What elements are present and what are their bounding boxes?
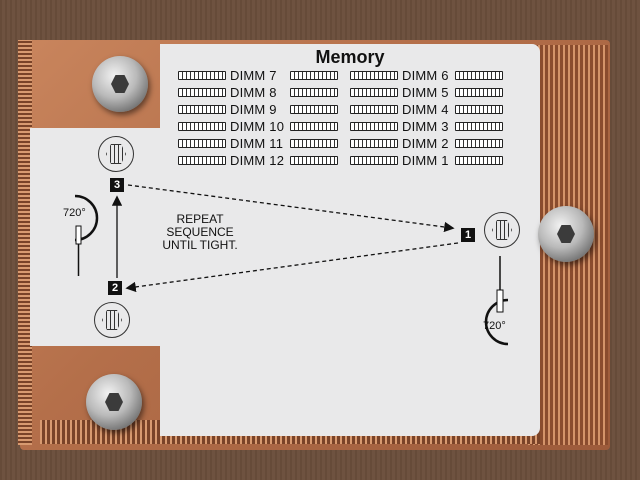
dimm-module-icon bbox=[178, 105, 226, 114]
rotation-label-left: 720° bbox=[63, 207, 86, 219]
dimm-module-icon bbox=[454, 71, 503, 80]
dimm-module-icon bbox=[454, 122, 503, 131]
dimm-label: DIMM 1 bbox=[402, 153, 449, 168]
dimm-label: DIMM 2 bbox=[402, 136, 449, 151]
dimm-module-icon bbox=[290, 71, 338, 80]
dimm-module-icon bbox=[290, 88, 338, 97]
hex-screw-icon bbox=[98, 136, 134, 172]
dimm-label: DIMM 3 bbox=[402, 119, 449, 134]
step-one-badge: 1 bbox=[461, 228, 475, 242]
dimm-module-icon bbox=[350, 88, 398, 97]
dimm-module-icon bbox=[454, 88, 503, 97]
dimm-module-icon bbox=[178, 156, 226, 165]
dimm-module-icon bbox=[350, 139, 398, 148]
dimm-label: DIMM 11 bbox=[230, 136, 284, 151]
dimm-row: DIMM 3 bbox=[350, 119, 507, 134]
hex-screw-icon bbox=[94, 302, 130, 338]
dimm-module-icon bbox=[178, 122, 226, 131]
dimm-label: DIMM 7 bbox=[230, 68, 277, 83]
dimm-row: DIMM 4 bbox=[350, 102, 507, 117]
step-two-badge: 2 bbox=[108, 281, 122, 295]
dimm-row bbox=[290, 68, 342, 83]
dimm-row: DIMM 12 bbox=[178, 153, 284, 168]
dimm-module-icon bbox=[350, 156, 398, 165]
dimm-row: DIMM 1 bbox=[350, 153, 507, 168]
dimm-module-icon bbox=[290, 122, 338, 131]
dimm-row bbox=[290, 136, 342, 151]
rotation-label-right: 720° bbox=[483, 320, 506, 332]
dimm-module-icon bbox=[454, 156, 503, 165]
dimm-row: DIMM 7 bbox=[178, 68, 277, 83]
dimm-module-icon bbox=[350, 105, 398, 114]
dimm-row: DIMM 11 bbox=[178, 136, 283, 151]
dimm-module-icon bbox=[178, 71, 226, 80]
dimm-label: DIMM 9 bbox=[230, 102, 277, 117]
dimm-module-icon bbox=[454, 139, 503, 148]
dimm-row bbox=[290, 153, 342, 168]
instruction-line: REPEAT bbox=[176, 212, 224, 226]
dimm-row: DIMM 2 bbox=[350, 136, 507, 151]
instruction-line: UNTIL TIGHT. bbox=[162, 238, 238, 252]
dimm-label: DIMM 8 bbox=[230, 85, 277, 100]
heatsink-fins-left bbox=[18, 40, 32, 445]
instruction-line: SEQUENCE bbox=[166, 225, 234, 239]
dimm-row: DIMM 10 bbox=[178, 119, 284, 134]
dimm-module-icon bbox=[178, 139, 226, 148]
dimm-label: DIMM 4 bbox=[402, 102, 449, 117]
screw-right bbox=[538, 206, 594, 262]
step-three-badge: 3 bbox=[110, 178, 124, 192]
dimm-module-icon bbox=[178, 88, 226, 97]
dimm-module-icon bbox=[290, 105, 338, 114]
dimm-module-icon bbox=[290, 156, 338, 165]
dimm-row bbox=[290, 102, 342, 117]
dimm-row: DIMM 9 bbox=[178, 102, 277, 117]
dimm-label: DIMM 6 bbox=[402, 68, 449, 83]
dimm-row bbox=[290, 119, 342, 134]
hex-screw-icon bbox=[484, 212, 520, 248]
dimm-module-icon bbox=[350, 122, 398, 131]
dimm-row bbox=[290, 85, 342, 100]
dimm-row: DIMM 5 bbox=[350, 85, 507, 100]
dimm-module-icon bbox=[290, 139, 338, 148]
dimm-module-icon bbox=[350, 71, 398, 80]
dimm-label: DIMM 10 bbox=[230, 119, 285, 134]
dimm-label: DIMM 12 bbox=[230, 153, 285, 168]
memory-title: Memory bbox=[315, 47, 385, 67]
dimm-row: DIMM 6 bbox=[350, 68, 507, 83]
dimm-row: DIMM 8 bbox=[178, 85, 277, 100]
dimm-module-icon bbox=[454, 105, 503, 114]
repeat-instruction: REPEAT SEQUENCE UNTIL TIGHT. bbox=[150, 213, 250, 252]
screw-bottom-left bbox=[86, 374, 142, 430]
screw-top-left bbox=[92, 56, 148, 112]
dimm-label: DIMM 5 bbox=[402, 85, 449, 100]
